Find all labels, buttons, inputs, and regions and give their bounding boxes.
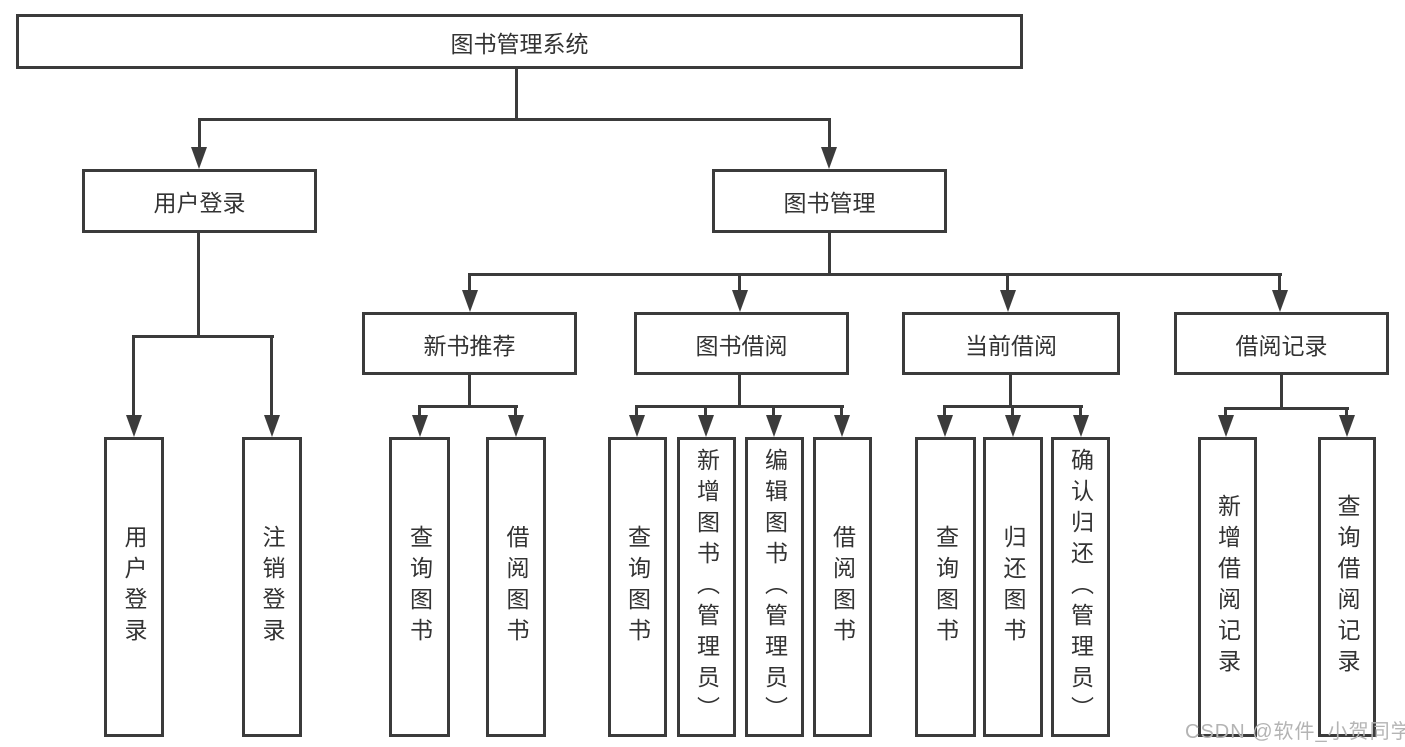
- node-borrowing-records-label: 借阅记录: [1235, 332, 1328, 359]
- connector-line: [738, 375, 741, 408]
- leaf-query-book-borrowing-label: 查询图书: [624, 525, 651, 649]
- leaf-borrow-book-recommend: 借阅图书: [486, 437, 546, 737]
- leaf-logout-label: 注销登录: [259, 525, 285, 649]
- leaf-add-book-admin-label: 新增图书（管理员）: [693, 447, 720, 727]
- connector-line: [772, 405, 775, 417]
- arrow-down-icon: [1005, 415, 1021, 437]
- connector-line: [943, 405, 946, 417]
- leaf-user-login: 用户登录: [104, 437, 164, 737]
- connector-line: [1345, 407, 1348, 417]
- arrow-down-icon: [629, 415, 645, 437]
- leaf-add-book-admin: 新增图书（管理员）: [677, 437, 736, 737]
- arrow-down-icon: [834, 415, 850, 437]
- connector-line: [418, 405, 421, 417]
- leaf-borrow-book-borrowing: 借阅图书: [813, 437, 872, 737]
- node-current-borrowing-label: 当前借阅: [965, 332, 1057, 359]
- arrow-down-icon: [412, 415, 428, 437]
- node-user-login: 用户登录: [82, 169, 317, 233]
- connector-line: [840, 405, 843, 417]
- leaf-query-book-current: 查询图书: [915, 437, 976, 737]
- connector-line: [198, 118, 831, 121]
- arrow-down-icon: [1218, 415, 1234, 437]
- leaf-query-book-borrowing: 查询图书: [608, 437, 667, 737]
- arrow-down-icon: [821, 147, 837, 169]
- leaf-query-book-recommend-label: 查询图书: [406, 525, 433, 649]
- leaf-add-borrow-record: 新增借阅记录: [1198, 437, 1257, 737]
- leaf-borrow-book-borrowing-label: 借阅图书: [829, 525, 856, 649]
- connector-line: [636, 405, 844, 408]
- connector-line: [738, 273, 741, 292]
- connector-line: [1278, 273, 1281, 292]
- leaf-query-book-recommend: 查询图书: [389, 437, 450, 737]
- node-book-borrowing: 图书借阅: [634, 312, 849, 375]
- node-current-borrowing: 当前借阅: [902, 312, 1120, 375]
- node-new-book-recommend: 新书推荐: [362, 312, 577, 375]
- leaf-edit-book-admin-label: 编辑图书（管理员）: [761, 447, 788, 727]
- connector-line: [828, 233, 831, 276]
- arrow-down-icon: [732, 290, 748, 312]
- node-book-management-label: 图书管理: [783, 190, 876, 216]
- connector-line: [468, 273, 471, 292]
- leaf-add-borrow-record-label: 新增借阅记录: [1214, 494, 1241, 680]
- connector-line: [1006, 273, 1009, 292]
- arrow-down-icon: [1000, 290, 1016, 312]
- connector-line: [514, 405, 517, 417]
- arrow-down-icon: [766, 415, 782, 437]
- connector-line: [635, 405, 638, 417]
- connector-line: [1280, 375, 1283, 410]
- arrow-down-icon: [1073, 415, 1089, 437]
- connector-line: [515, 69, 518, 121]
- leaf-confirm-return-admin-label: 确认归还（管理员）: [1067, 447, 1094, 727]
- connector-line: [197, 233, 200, 338]
- arrow-down-icon: [508, 415, 524, 437]
- arrow-down-icon: [264, 415, 280, 437]
- arrow-down-icon: [937, 415, 953, 437]
- node-borrowing-records: 借阅记录: [1174, 312, 1389, 375]
- node-user-login-label: 用户登录: [153, 190, 246, 216]
- connector-line: [1224, 407, 1227, 417]
- connector-line: [1011, 405, 1014, 417]
- connector-line: [133, 335, 274, 338]
- connector-line: [132, 335, 135, 417]
- leaf-confirm-return-admin: 确认归还（管理员）: [1051, 437, 1110, 737]
- leaf-edit-book-admin: 编辑图书（管理员）: [745, 437, 804, 737]
- node-new-book-recommend-label: 新书推荐: [423, 332, 516, 359]
- connector-line: [469, 273, 1282, 276]
- leaf-user-login-label: 用户登录: [121, 525, 147, 649]
- connector-line: [198, 118, 201, 151]
- connector-line: [418, 405, 518, 408]
- node-root-library-system: 图书管理系统: [16, 14, 1023, 69]
- arrow-down-icon: [1339, 415, 1355, 437]
- leaf-query-borrow-record: 查询借阅记录: [1318, 437, 1376, 737]
- arrow-down-icon: [462, 290, 478, 312]
- leaf-logout: 注销登录: [242, 437, 302, 737]
- connector-line: [704, 405, 707, 417]
- connector-line: [270, 335, 273, 417]
- leaf-borrow-book-recommend-label: 借阅图书: [503, 525, 529, 649]
- leaf-return-book: 归还图书: [983, 437, 1043, 737]
- node-root-label: 图书管理系统: [450, 30, 589, 57]
- node-book-borrowing-label: 图书借阅: [695, 332, 788, 359]
- leaf-query-book-current-label: 查询图书: [932, 525, 959, 649]
- connector-line: [1225, 407, 1349, 410]
- arrow-down-icon: [191, 147, 207, 169]
- arrow-down-icon: [1272, 290, 1288, 312]
- connector-line: [1079, 405, 1082, 417]
- arrow-down-icon: [698, 415, 714, 437]
- node-book-management: 图书管理: [712, 169, 947, 233]
- connector-line: [828, 118, 831, 151]
- connector-line: [1009, 375, 1012, 408]
- connector-line: [468, 375, 471, 408]
- leaf-query-borrow-record-label: 查询借阅记录: [1334, 494, 1360, 680]
- watermark: CSDN @软件_小贺同学: [1185, 721, 1405, 743]
- arrow-down-icon: [126, 415, 142, 437]
- leaf-return-book-label: 归还图书: [1000, 525, 1026, 649]
